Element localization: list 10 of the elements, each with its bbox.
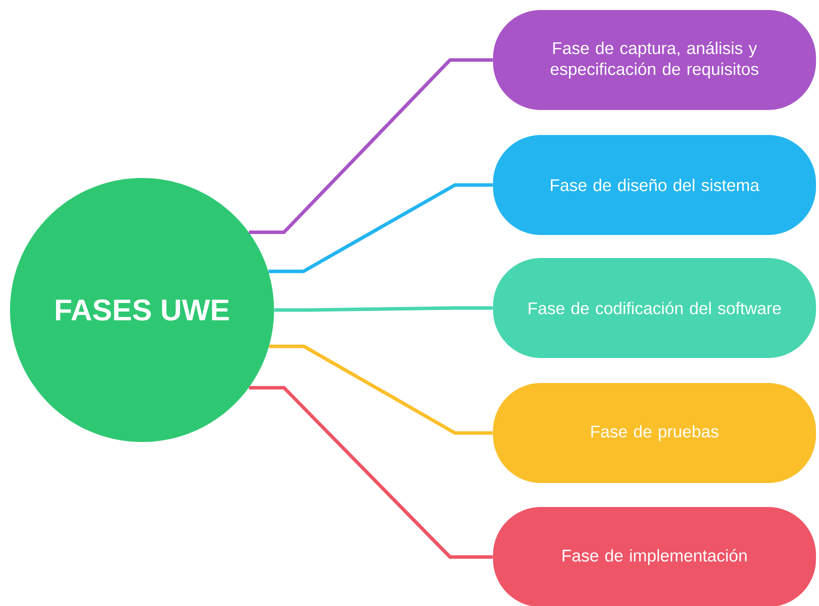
connector-line — [248, 58, 493, 234]
connector-line — [269, 344, 493, 435]
phase-box: Fase de codificación del software — [493, 258, 816, 358]
phase-box: Fase de implementación — [493, 506, 816, 606]
phase-box: Fase de captura, análisis y especificación de requisitos — [493, 10, 816, 110]
connector-line — [274, 306, 493, 312]
connector-line — [268, 183, 493, 274]
connector-line — [248, 386, 493, 559]
phase-box: Fase de diseño del sistema — [493, 134, 816, 235]
phase-box: Fase de pruebas — [493, 382, 816, 483]
